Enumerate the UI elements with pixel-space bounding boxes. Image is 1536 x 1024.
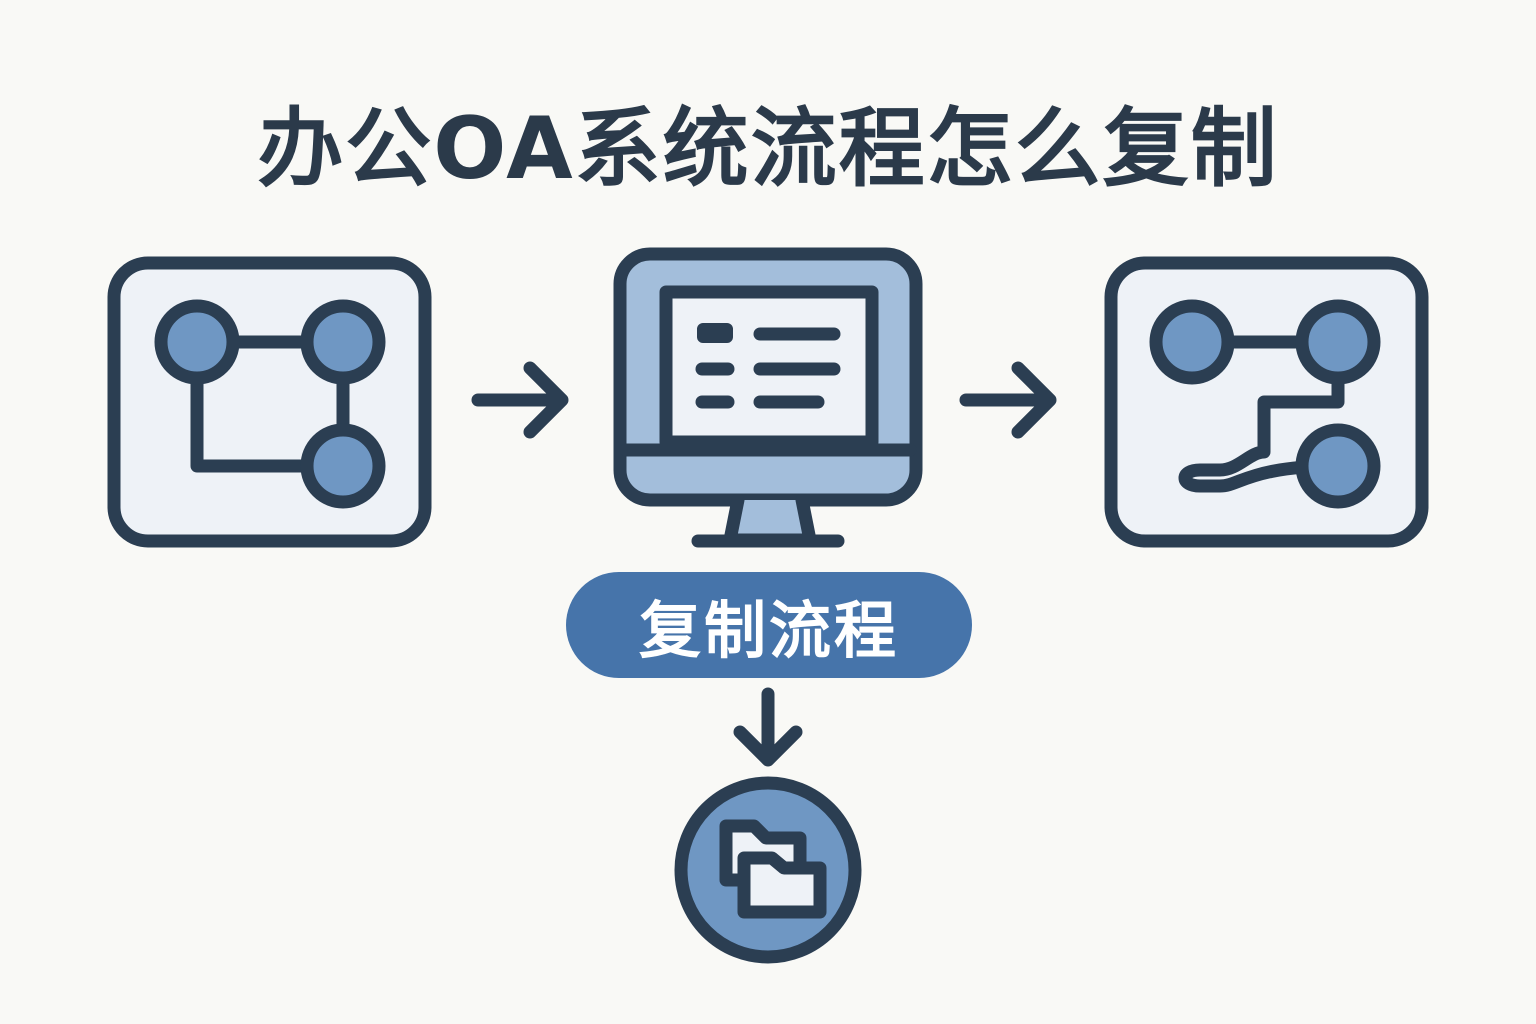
workflow-original-icon [107, 256, 432, 548]
workflow-copied-icon [1104, 256, 1429, 548]
copy-workflow-button[interactable]: 复制流程 [566, 572, 972, 678]
page-title: 办公OA系统流程怎么复制 [257, 99, 1279, 199]
arrow-right-icon [471, 361, 569, 439]
arrow-right-icon [959, 361, 1057, 439]
computer-document-icon [613, 247, 923, 548]
arrow-down-icon [733, 687, 803, 767]
copy-folder-icon [674, 776, 862, 964]
